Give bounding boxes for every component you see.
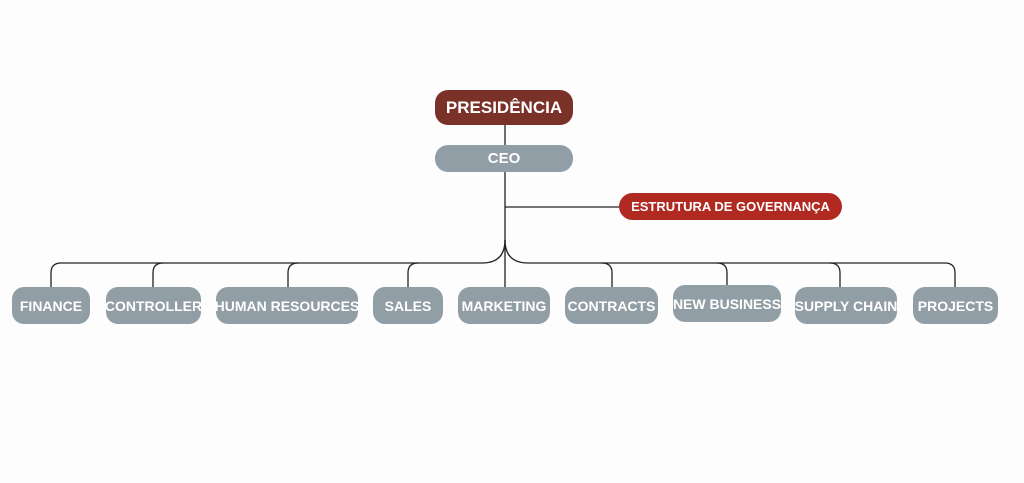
supply-chain-connector (829, 262, 841, 287)
department-new-business: NEW BUSINESS (673, 285, 781, 322)
presidency-node: PRESIDÊNCIA (435, 90, 573, 125)
department-human-resources: HUMAN RESOURCES (215, 287, 359, 324)
department-marketing: MARKETING (458, 287, 550, 324)
new-business-connector (716, 262, 728, 285)
department-controller: CONTROLLER (105, 287, 202, 324)
department-sales: SALES (373, 287, 443, 324)
department-supply-chain: SUPPLY CHAIN (795, 287, 897, 324)
department-contracts: CONTRACTS (565, 287, 658, 324)
right-branch-connector (504, 239, 956, 287)
department-finance: FINANCE (12, 287, 90, 324)
left-branch-connector (50, 239, 506, 287)
contracts-connector (601, 262, 613, 287)
governance-node: ESTRUTURA DE GOVERNANÇA (619, 193, 842, 220)
controller-connector (152, 262, 164, 287)
sales-connector (407, 262, 419, 287)
hr-connector (287, 262, 299, 287)
ceo-node: CEO (435, 145, 573, 172)
department-projects: PROJECTS (913, 287, 998, 324)
